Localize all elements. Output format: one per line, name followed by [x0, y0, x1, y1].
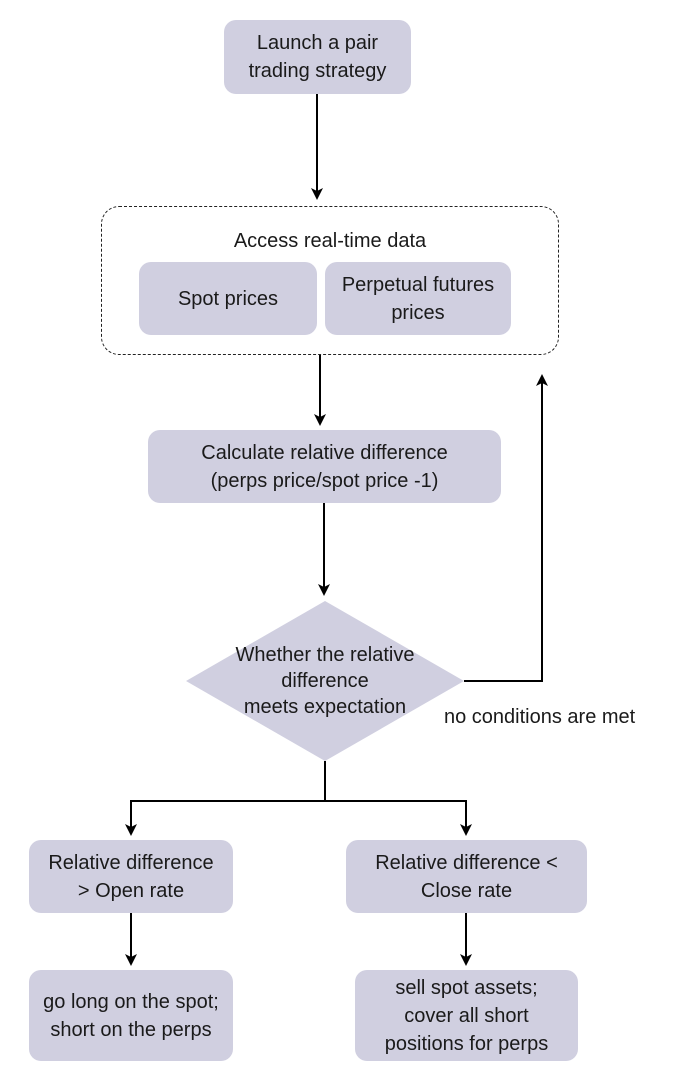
node-close-condition: Relative difference < Close rate	[346, 840, 587, 913]
node-launch-strategy: Launch a pair trading strategy	[224, 20, 411, 94]
node-close-action: sell spot assets; cover all short positi…	[355, 970, 578, 1061]
node-spot-prices-text: Spot prices	[177, 287, 279, 310]
node-open-condition-text: Relative difference > Open rate	[48, 851, 214, 902]
edge-to-open-cond	[125, 800, 325, 836]
node-open-action-text: go long on the spot; short on the perps	[43, 990, 219, 1041]
node-close-action-text: sell spot assets; cover all short positi…	[384, 976, 549, 1055]
node-calculate-difference-text: Calculate relative difference (perps pri…	[201, 441, 448, 492]
node-open-condition: Relative difference > Open rate	[29, 840, 233, 913]
group-access-realtime-data	[101, 206, 559, 355]
edge-decision-loop-back	[464, 374, 548, 682]
node-perpetual-futures-prices: Perpetual futures prices	[325, 262, 511, 335]
node-calculate-difference: Calculate relative difference (perps pri…	[148, 430, 501, 503]
node-launch-strategy-text: Launch a pair trading strategy	[248, 32, 387, 82]
decision-text: Whether the relative difference meets ex…	[235, 644, 415, 718]
node-perpetual-futures-prices-text: Perpetual futures prices	[341, 273, 495, 324]
decision-diamond	[186, 601, 464, 761]
node-spot-prices: Spot prices	[139, 262, 317, 335]
node-open-action: go long on the spot; short on the perps	[29, 970, 233, 1061]
node-close-condition-text: Relative difference < Close rate	[375, 851, 558, 902]
group-title: Access real-time data	[233, 230, 427, 252]
edge-to-close-cond	[325, 800, 472, 836]
loop-edge-label: no conditions are met	[444, 706, 636, 728]
